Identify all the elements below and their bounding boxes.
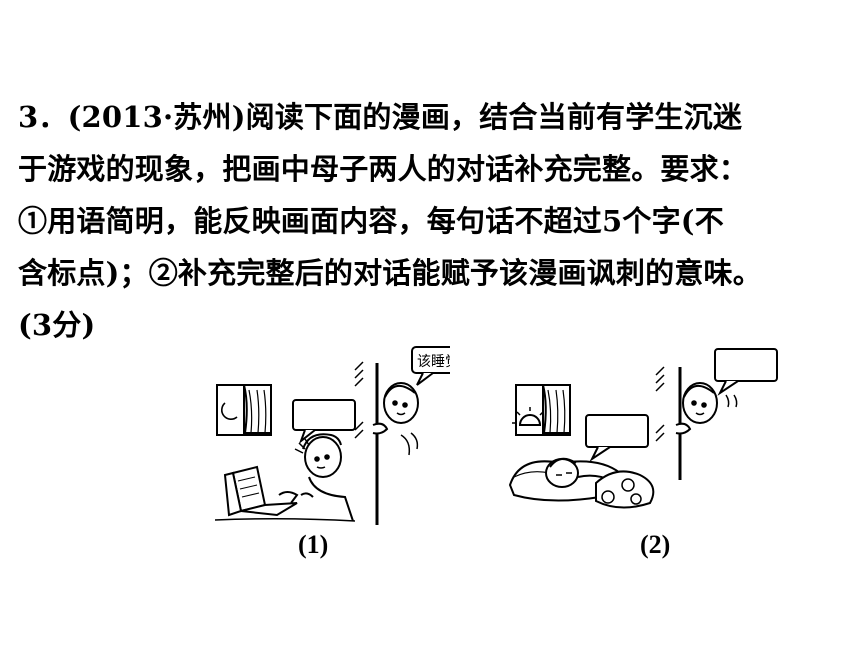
- panel-1-caption: (1): [298, 530, 329, 559]
- question-line-3: ①用语简明，能反映画面内容，每句话不超过5个字(不: [18, 204, 724, 238]
- comic-panel-1: 该睡觉了!: [214, 346, 450, 525]
- boy-head: [304, 436, 342, 478]
- question-line-4: 含标点)；②补充完整后的对话能赋予该漫画讽刺的意味。: [18, 256, 762, 290]
- speech-bubble-text: 该睡觉了!: [417, 354, 450, 370]
- moon-icon: [221, 402, 238, 420]
- empty-speech-bubble-2: [585, 414, 649, 448]
- empty-speech-bubble-3: [714, 348, 778, 382]
- comic-panel-2: [508, 348, 778, 509]
- question-line-5: (3分): [18, 308, 96, 342]
- panel-2-caption: (2): [640, 530, 671, 559]
- question-line-2: 于游戏的现象，把画中母子两人的对话补充完整。要求：: [18, 152, 749, 186]
- sun-icon: [518, 414, 542, 426]
- mother-head: [383, 382, 419, 424]
- question-line-1: 3．(2013·苏州)阅读下面的漫画，结合当前有学生沉迷: [18, 100, 743, 134]
- empty-speech-bubble-1: [292, 399, 356, 431]
